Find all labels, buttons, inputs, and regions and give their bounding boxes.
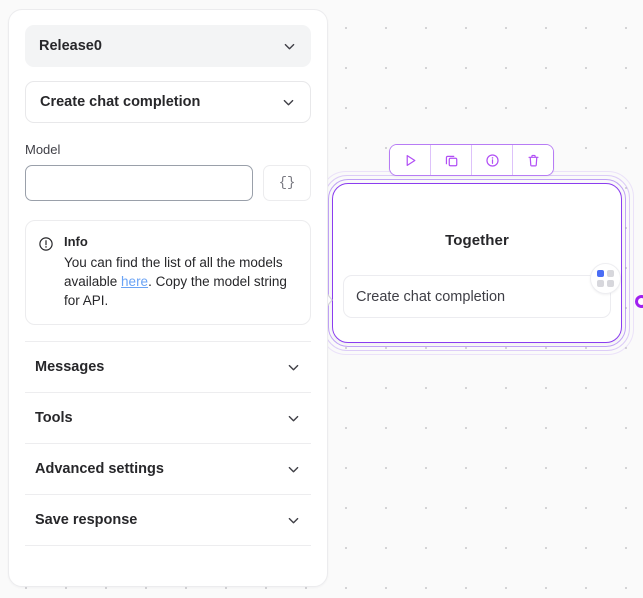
node-operation-label: Create chat completion — [356, 288, 506, 305]
info-callout: Info You can find the list of all the mo… — [25, 220, 311, 325]
chevron-down-icon — [286, 513, 301, 528]
accordion-header-save-response[interactable]: Save response — [25, 495, 311, 545]
model-field-label: Model — [25, 142, 61, 157]
duplicate-node-button[interactable] — [431, 145, 472, 175]
copy-icon — [445, 155, 457, 166]
info-callout-title: Info — [64, 234, 88, 249]
info-circle-icon — [485, 153, 499, 167]
node-toolbar[interactable] — [389, 144, 554, 176]
node-output-handle[interactable] — [635, 295, 643, 308]
accordion-item-save-response[interactable]: Save response — [25, 494, 311, 546]
node-info-button[interactable] — [472, 145, 513, 175]
chevron-down-icon — [286, 411, 301, 426]
accordion-item-advanced-settings[interactable]: Advanced settings — [25, 443, 311, 494]
release-select-value: Release0 — [39, 38, 102, 54]
chevron-down-icon — [282, 39, 297, 54]
info-text-before: You can find the list of all the models … — [64, 255, 283, 289]
accordion-header-tools[interactable]: Tools — [25, 393, 311, 443]
accordion-item-messages[interactable]: Messages — [25, 341, 311, 392]
operation-select[interactable]: Create chat completion — [25, 81, 311, 123]
model-field-row: {} — [25, 165, 311, 201]
accordion-label-advanced-settings: Advanced settings — [35, 461, 164, 477]
accordion-item-tools[interactable]: Tools — [25, 392, 311, 443]
expression-toggle-button[interactable]: {} — [263, 165, 311, 201]
accordion-header-messages[interactable]: Messages — [25, 342, 311, 392]
accordion-header-advanced-settings[interactable]: Advanced settings — [25, 444, 311, 494]
accordion-label-save-response: Save response — [35, 512, 138, 528]
delete-node-button[interactable] — [513, 145, 553, 175]
chevron-down-icon — [286, 360, 301, 375]
accordion-label-messages: Messages — [35, 359, 105, 375]
operation-select-value: Create chat completion — [40, 94, 201, 110]
node-title: Together — [445, 232, 509, 249]
accordion-label-tools: Tools — [35, 410, 73, 426]
node-settings-panel: Release0 Create chat completion Model {} — [8, 9, 328, 587]
info-text-after: . Copy the model string for API. — [64, 274, 287, 308]
workflow-node-together[interactable]: Together Create chat completion — [320, 144, 643, 355]
settings-accordion: Messages Tools — [25, 341, 311, 546]
node-operation-pill[interactable]: Create chat completion — [343, 263, 621, 318]
chevron-down-icon — [281, 95, 296, 110]
models-list-link[interactable]: here — [121, 274, 149, 289]
model-input[interactable] — [25, 165, 253, 201]
info-callout-text: You can find the list of all the models … — [64, 253, 296, 310]
apps-grid-badge-icon — [590, 263, 621, 294]
chevron-down-icon — [286, 462, 301, 477]
execute-step-button[interactable] — [390, 145, 431, 175]
node-card[interactable]: Together Create chat completion — [332, 183, 622, 343]
trash-icon — [527, 154, 539, 166]
release-select[interactable]: Release0 — [25, 25, 311, 67]
play-icon — [406, 154, 415, 166]
alert-circle-icon — [38, 234, 54, 310]
